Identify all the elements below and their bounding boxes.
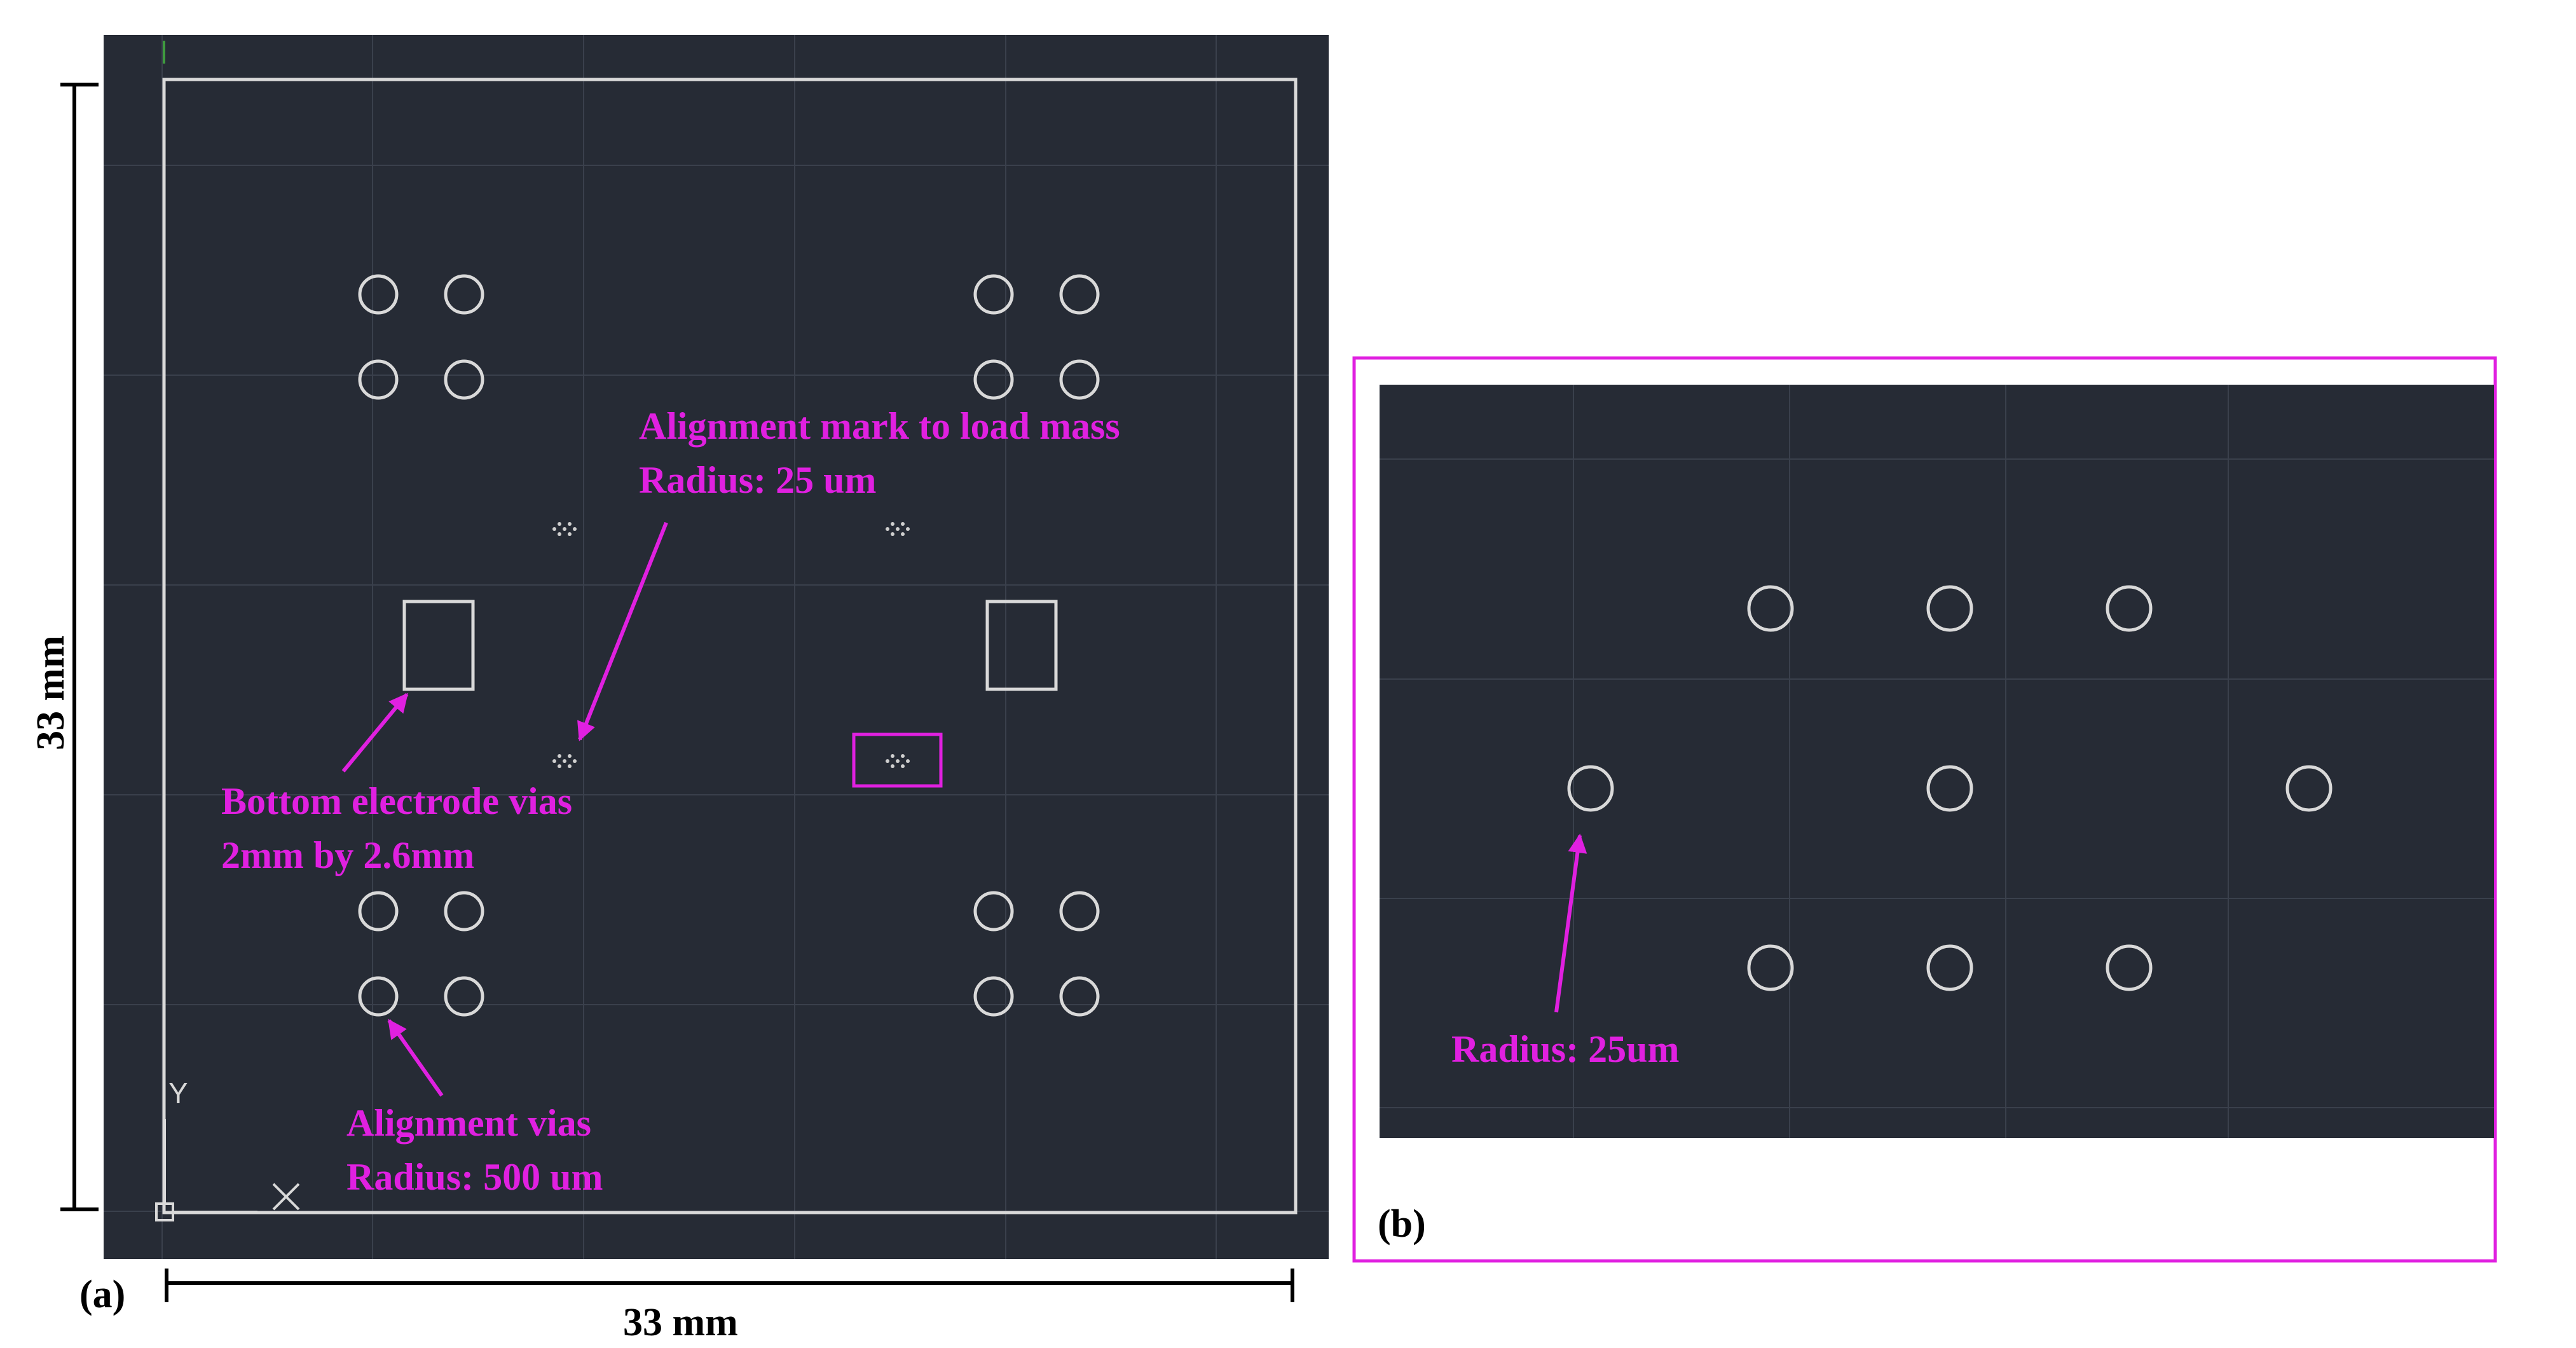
alignment-via bbox=[973, 274, 1014, 315]
grid-b bbox=[1380, 385, 2494, 1138]
note-alignment-mark-line2: Radius: 25 um bbox=[639, 459, 876, 501]
mark-circle bbox=[2106, 585, 2153, 632]
dimension-horizontal bbox=[165, 1269, 1294, 1302]
alignment-via bbox=[444, 976, 484, 1017]
mark-circle bbox=[1926, 765, 1973, 812]
mark-circle bbox=[1747, 585, 1794, 632]
panel-b-frame bbox=[1352, 356, 2497, 1263]
arrow-vias bbox=[387, 1019, 444, 1097]
alignment-via bbox=[444, 359, 484, 400]
panel-a-label: (a) bbox=[79, 1273, 125, 1316]
alignment-via bbox=[444, 274, 484, 315]
alignment-mark bbox=[886, 754, 910, 768]
mark-circle bbox=[1747, 944, 1794, 991]
note-alignment-mark-line1: Alignment mark to load mass bbox=[639, 405, 1120, 447]
zoom-highlight-box bbox=[852, 732, 943, 788]
alignment-mark bbox=[886, 522, 910, 536]
alignment-via bbox=[358, 274, 399, 315]
alignment-via bbox=[973, 976, 1014, 1017]
alignment-via bbox=[1059, 274, 1100, 315]
bottom-electrode-vias bbox=[402, 600, 1058, 691]
mark-circle bbox=[1567, 765, 1614, 812]
note-electrode-line1: Bottom electrode vias bbox=[221, 780, 572, 822]
alignment-via bbox=[444, 891, 484, 932]
arrow-electrode bbox=[341, 692, 409, 773]
panel-b-label: (b) bbox=[1378, 1202, 1426, 1246]
panel-a: Y X Alignment mark to load mass Radius: … bbox=[29, 35, 1329, 1344]
electrode-via bbox=[402, 600, 475, 691]
ucs-icon bbox=[155, 41, 300, 1221]
arrow-radius-b bbox=[1554, 834, 1587, 1013]
alignment-vias bbox=[358, 274, 1100, 1017]
die-outline bbox=[162, 78, 1298, 1214]
dim-horizontal-label: 33 mm bbox=[623, 1301, 738, 1344]
dim-vertical-label: 33 mm bbox=[29, 635, 72, 750]
mark-circles bbox=[1567, 585, 2333, 991]
panel-b: Radius: 25um (b) bbox=[1352, 356, 2497, 1263]
note-vias-line1: Alignment vias bbox=[346, 1102, 591, 1144]
mark-circle bbox=[2285, 765, 2333, 812]
mark-circle bbox=[2106, 944, 2153, 991]
note-electrode-line2: 2mm by 2.6mm bbox=[221, 834, 474, 876]
alignment-via bbox=[358, 976, 399, 1017]
note-vias-line2: Radius: 500 um bbox=[346, 1156, 603, 1198]
mark-circle bbox=[1926, 944, 1973, 991]
alignment-via bbox=[1059, 976, 1100, 1017]
mark-circle bbox=[1926, 585, 1973, 632]
alignment-via bbox=[1059, 359, 1100, 400]
alignment-via bbox=[358, 359, 399, 400]
alignment-via bbox=[1059, 891, 1100, 932]
alignment-mark bbox=[552, 754, 577, 768]
axis-y-label: Y bbox=[168, 1076, 188, 1110]
cad-canvas-a bbox=[104, 35, 1329, 1259]
dimension-vertical bbox=[60, 83, 99, 1211]
alignment-marks bbox=[552, 522, 910, 768]
alignment-via bbox=[973, 359, 1014, 400]
alignment-mark bbox=[552, 522, 577, 536]
electrode-via bbox=[985, 600, 1058, 691]
alignment-via bbox=[358, 891, 399, 932]
arrow-alignment-mark bbox=[577, 521, 668, 741]
alignment-via bbox=[973, 891, 1014, 932]
cad-canvas-b bbox=[1380, 385, 2494, 1138]
note-radius-b: Radius: 25um bbox=[1451, 1028, 1679, 1070]
